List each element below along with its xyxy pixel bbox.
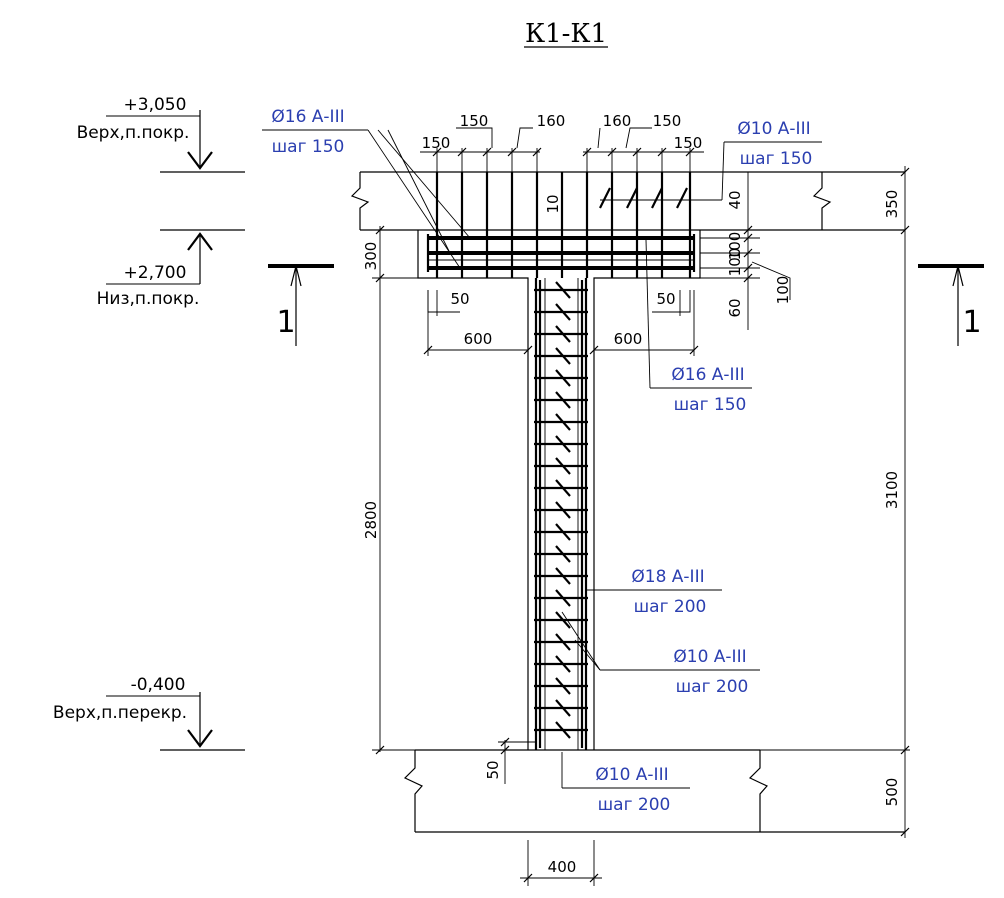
stirrup-hook bbox=[555, 347, 571, 365]
level-top-value: +3,050 bbox=[124, 95, 187, 115]
level-bottom-label: Верх,п.перекр. bbox=[53, 703, 187, 723]
dim-3100: 3100 bbox=[883, 471, 901, 509]
top-dim-leaders bbox=[456, 127, 652, 149]
dim-50-left: 50 bbox=[450, 290, 469, 308]
dim-600-right: 600 bbox=[614, 330, 643, 348]
stirrup-hook bbox=[555, 545, 571, 563]
dim-50-right: 50 bbox=[656, 290, 675, 308]
dims-600 bbox=[423, 290, 699, 356]
level-marker-top bbox=[106, 110, 245, 173]
rebar-callout-2-leader bbox=[600, 141, 822, 201]
dim-160-right: 160 bbox=[603, 112, 632, 130]
section-mark-right-label: 1 bbox=[962, 305, 981, 340]
stirrup-hook bbox=[555, 435, 571, 453]
bottom-400-dim bbox=[520, 840, 602, 886]
rebar-callout-1-leader bbox=[262, 129, 471, 269]
rebar-5-step: шаг 200 bbox=[676, 677, 749, 697]
dim-50-bottom: 50 bbox=[484, 760, 502, 779]
dim-160-left: 160 bbox=[537, 112, 566, 130]
dim-150-right-inner: 150 bbox=[653, 112, 682, 130]
bottom-50-dim bbox=[498, 737, 536, 784]
dim-500: 500 bbox=[883, 778, 901, 807]
dim-150-left-outer: 150 bbox=[422, 134, 451, 152]
slab-outline bbox=[350, 171, 905, 750]
stirrup-hook bbox=[555, 369, 571, 387]
dim-60: 60 bbox=[726, 298, 744, 317]
stirrup-hook bbox=[555, 523, 571, 541]
dim-40: 40 bbox=[726, 190, 744, 209]
stirrup-hook bbox=[555, 479, 571, 497]
stirrup-hook bbox=[555, 633, 571, 651]
section-mark-left bbox=[268, 264, 334, 346]
lower-slab-outline bbox=[403, 749, 905, 833]
stirrup-hook bbox=[555, 457, 571, 475]
stirrup-hook bbox=[555, 413, 571, 431]
rebar-1-dia: Ø16 А-III bbox=[271, 107, 344, 127]
dim-300: 300 bbox=[362, 242, 380, 271]
column-bars bbox=[534, 278, 588, 750]
section-title: К1-К1 bbox=[525, 19, 607, 49]
column-stirrups bbox=[534, 281, 588, 739]
dim-600-left: 600 bbox=[464, 330, 493, 348]
dim-2800: 2800 bbox=[362, 501, 380, 539]
left-dims bbox=[372, 225, 418, 755]
slab-vertical-bars bbox=[435, 172, 692, 278]
rebar-4-step: шаг 200 bbox=[634, 597, 707, 617]
rebar-6-step: шаг 200 bbox=[598, 795, 671, 815]
stirrup-hook bbox=[555, 303, 571, 321]
rebar-2-dia: Ø10 А-III bbox=[737, 119, 810, 139]
dim-100-c: 100 bbox=[774, 276, 792, 305]
rebar-4-dia: Ø18 А-III bbox=[631, 567, 704, 587]
stirrup-hook bbox=[555, 501, 571, 519]
rebar-callout-5-leader bbox=[561, 611, 760, 671]
stirrup-hook bbox=[555, 611, 571, 629]
rebar-callout-6-leader bbox=[561, 752, 690, 789]
stirrup-hook bbox=[555, 721, 571, 739]
level-top-label: Верх,п.покр. bbox=[77, 123, 190, 143]
dim-100-b: 100 bbox=[726, 248, 744, 277]
section-mark-right bbox=[918, 264, 984, 346]
slab-horizontal-bars bbox=[426, 234, 696, 272]
rebar-5-dia: Ø10 А-III bbox=[673, 647, 746, 667]
stirrup-hook bbox=[555, 391, 571, 409]
section-mark-left-label: 1 bbox=[276, 305, 295, 340]
stirrup-hook bbox=[555, 281, 571, 299]
level-marker-mid bbox=[106, 229, 245, 285]
rebar-3-dia: Ø16 А-III bbox=[671, 365, 744, 385]
dim-150-right-outer: 150 bbox=[674, 134, 703, 152]
stirrup-hook bbox=[555, 655, 571, 673]
rebar-6-dia: Ø10 А-III bbox=[595, 765, 668, 785]
dim-10: 10 bbox=[544, 194, 562, 213]
top-dimension-lines bbox=[420, 147, 704, 172]
dim-100-a: 100 bbox=[726, 232, 744, 261]
level-marker-bottom bbox=[106, 692, 245, 751]
rebar-3-step: шаг 150 bbox=[674, 395, 747, 415]
dim-150-left-inner: 150 bbox=[460, 112, 489, 130]
slab-hook-marks bbox=[599, 187, 688, 209]
rebar-callout-3-leader bbox=[645, 239, 752, 389]
rebar-1-step: шаг 150 bbox=[272, 137, 345, 157]
dim-400: 400 bbox=[548, 858, 577, 876]
rebar-2-step: шаг 150 bbox=[740, 149, 813, 169]
right-slab-dims bbox=[700, 172, 791, 330]
stirrup-hook bbox=[555, 677, 571, 695]
stirrup-hook bbox=[555, 699, 571, 717]
level-bottom-value: -0,400 bbox=[131, 675, 186, 695]
outer-right-dims bbox=[760, 166, 910, 838]
level-mid-value: +2,700 bbox=[124, 263, 187, 283]
stirrup-hook bbox=[555, 567, 571, 585]
stirrup-hook bbox=[555, 589, 571, 607]
level-mid-label: Низ,п.покр. bbox=[97, 289, 200, 309]
stirrup-hook bbox=[555, 325, 571, 343]
dim-350: 350 bbox=[883, 190, 901, 219]
